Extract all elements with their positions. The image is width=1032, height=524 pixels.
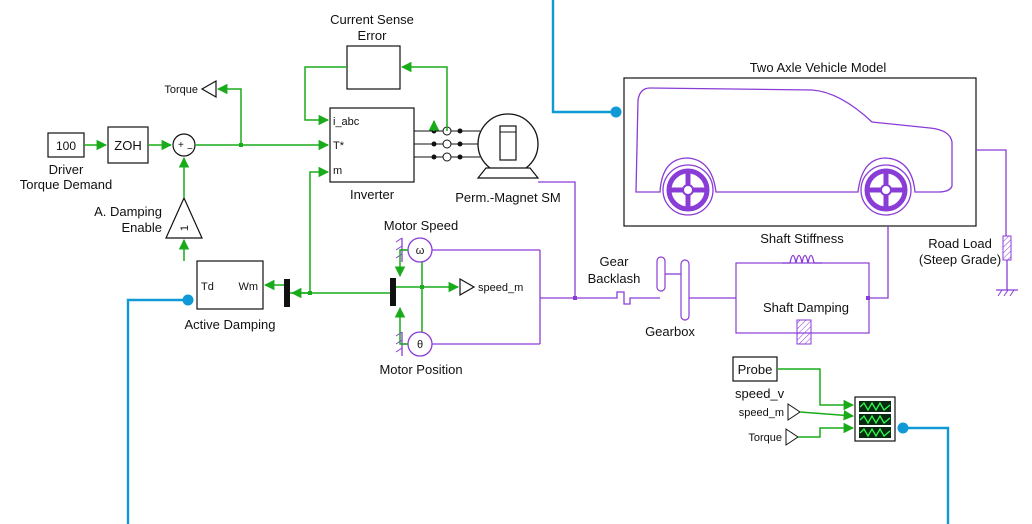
svg-text:Torque Demand: Torque Demand <box>20 177 113 192</box>
svg-text:+: + <box>178 140 184 151</box>
sum-block[interactable]: + − <box>172 133 196 157</box>
svg-text:100: 100 <box>56 139 76 153</box>
signal-lines <box>84 61 855 438</box>
svg-text:(Steep Grade): (Steep Grade) <box>919 252 1001 267</box>
svg-text:Shaft Stiffness: Shaft Stiffness <box>760 231 844 246</box>
svg-text:Td: Td <box>201 281 214 293</box>
current-sense-error-block[interactable]: Current Sense Error <box>330 12 414 90</box>
damping-enable-gain[interactable]: A. Damping Enable 1 <box>94 196 203 239</box>
svg-text:Active Damping: Active Damping <box>184 317 275 332</box>
svg-text:speed_m: speed_m <box>739 407 784 419</box>
svg-text:ZOH: ZOH <box>114 138 141 153</box>
svg-text:Inverter: Inverter <box>350 187 395 202</box>
gear-backlash-block[interactable]: Gear Backlash <box>588 254 660 305</box>
speed-sensor-icon: ω <box>395 237 540 263</box>
svg-text:Perm.-Magnet SM: Perm.-Magnet SM <box>455 190 560 205</box>
svg-text:Enable: Enable <box>122 220 162 235</box>
damper-icon <box>796 319 812 345</box>
svg-text:Wm: Wm <box>238 281 258 293</box>
zoh-block[interactable]: ZOH <box>107 126 149 164</box>
svg-text:Error: Error <box>358 28 388 43</box>
svg-text:Two Axle Vehicle Model: Two Axle Vehicle Model <box>750 60 887 75</box>
svg-text:Motor Speed: Motor Speed <box>384 218 458 233</box>
spring-icon <box>782 254 822 264</box>
svg-text:1: 1 <box>179 225 191 231</box>
wheel-icon <box>662 164 714 216</box>
svg-text:Driver: Driver <box>49 162 84 177</box>
svg-text:speed_v: speed_v <box>735 386 785 401</box>
svg-text:Backlash: Backlash <box>588 271 641 286</box>
scope-port[interactable] <box>897 422 909 434</box>
motor-position-sensor[interactable]: θ Motor Position <box>379 331 540 377</box>
inverter-block[interactable]: i_abc T* m Inverter <box>329 107 415 202</box>
probe-block[interactable]: Probe speed_v <box>732 356 785 401</box>
current-sensor-icon <box>414 126 480 162</box>
svg-text:m: m <box>333 165 342 177</box>
ground-icon <box>996 289 1018 297</box>
svg-text:T*: T* <box>333 140 345 152</box>
shaft-compliance-block[interactable]: Shaft Stiffness Shaft Damping <box>735 226 889 345</box>
motor-speed-sensor[interactable]: Motor Speed ω <box>384 218 540 263</box>
active-damping-port[interactable] <box>182 294 194 306</box>
mechanical-shaft-lines <box>538 181 612 344</box>
speed-m-output[interactable]: speed_m <box>459 277 523 297</box>
svg-text:Road Load: Road Load <box>928 236 992 251</box>
svg-text:Probe: Probe <box>738 362 773 377</box>
svg-text:Current Sense: Current Sense <box>330 12 414 27</box>
mux-block[interactable] <box>390 278 396 306</box>
svg-text:Shaft Damping: Shaft Damping <box>763 300 849 315</box>
scope-torque-input[interactable]: Torque <box>748 428 799 446</box>
svg-text:speed_m: speed_m <box>478 282 523 294</box>
pm-motor-block[interactable]: Perm.-Magnet SM <box>455 113 561 205</box>
active-damping-block[interactable]: Td Wm Active Damping <box>184 260 276 332</box>
wheel-icon <box>860 164 912 216</box>
torque-output-port[interactable]: Torque <box>164 79 217 99</box>
svg-text:ω: ω <box>416 245 425 257</box>
svg-text:θ: θ <box>417 339 423 351</box>
physical-link-lines <box>126 0 950 524</box>
svg-text:−: − <box>187 144 193 155</box>
scope-speed-m-input[interactable]: speed_m <box>739 403 801 421</box>
vehicle-model-block[interactable]: Two Axle Vehicle Model <box>623 60 977 227</box>
gearbox-block[interactable]: Gearbox <box>645 256 736 339</box>
scope-icon[interactable] <box>854 396 896 442</box>
svg-text:Gearbox: Gearbox <box>645 324 695 339</box>
svg-text:Torque: Torque <box>748 432 782 444</box>
svg-text:Gear: Gear <box>600 254 630 269</box>
driver-torque-constant[interactable]: 100 Driver Torque Demand <box>20 132 113 192</box>
demux-block[interactable] <box>284 279 290 307</box>
position-sensor-icon: θ <box>395 331 540 357</box>
road-load-block[interactable]: Road Load (Steep Grade) <box>919 149 1018 297</box>
svg-text:Torque: Torque <box>164 84 198 96</box>
vehicle-connection-port[interactable] <box>610 106 622 118</box>
svg-text:i_abc: i_abc <box>333 116 360 128</box>
svg-text:Motor Position: Motor Position <box>379 362 462 377</box>
svg-text:A. Damping: A. Damping <box>94 204 162 219</box>
